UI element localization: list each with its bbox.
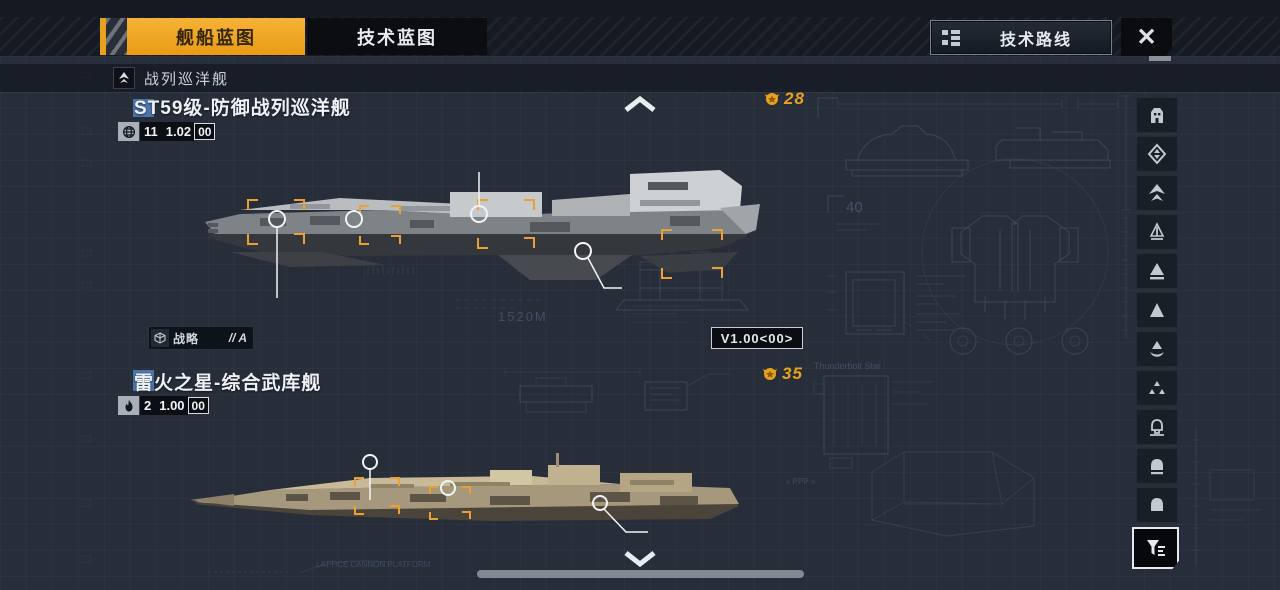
scroll-up-chevron[interactable]	[622, 94, 658, 114]
coin-icon	[765, 93, 779, 105]
ship1-strategy-tag: 战略 // A	[148, 326, 254, 350]
globe-icon	[118, 122, 139, 141]
sidebar-item-utility[interactable]	[1136, 487, 1178, 523]
frigate-icon	[1150, 419, 1164, 436]
filter-button[interactable]	[1132, 527, 1179, 569]
sidebar-item-frigate[interactable]	[1136, 409, 1178, 445]
ship1-tag-label: 战略	[173, 331, 200, 346]
section-header: 战列巡洋舰	[0, 64, 1280, 93]
ship-class-filter-rail	[1136, 97, 1178, 523]
ship1-cost-value: 28	[784, 89, 805, 108]
ship1-image[interactable]	[200, 160, 760, 302]
cruiser-icon	[1150, 263, 1164, 280]
flame-icon	[118, 396, 139, 415]
ship2-count: 2	[139, 396, 156, 415]
corvette-icon	[1150, 341, 1164, 357]
auxiliary-ship-icon	[1149, 222, 1165, 240]
sidebar-item-station[interactable]	[1136, 97, 1178, 133]
sidebar-item-auxiliary[interactable]	[1136, 214, 1178, 250]
close-button-tab-decoration	[1149, 56, 1171, 61]
ship1-subversion: 00	[194, 123, 216, 140]
tab-ship-blueprints[interactable]: 舰船蓝图	[127, 18, 305, 55]
sidebar-item-cruiser[interactable]	[1136, 253, 1178, 289]
ship2-cost: 35	[761, 364, 803, 384]
coin-icon	[763, 368, 777, 380]
ship1-version-box: V1.00<00>	[711, 327, 803, 349]
ship2-version: 1.00	[155, 396, 188, 415]
tech-route-button[interactable]: 技术路线	[930, 20, 1112, 55]
sidebar-item-corvette[interactable]	[1136, 331, 1178, 367]
close-button[interactable]: ✕	[1121, 18, 1172, 56]
fighter-group-icon	[1149, 381, 1165, 394]
sidebar-item-battlecruiser[interactable]	[1136, 175, 1178, 211]
ship1-cost: 28	[763, 89, 805, 109]
horizontal-scrollbar[interactable]	[477, 570, 804, 578]
sidebar-item-support[interactable]	[1136, 448, 1178, 484]
ship2-subversion: 00	[187, 397, 209, 414]
ship1-tag-code: // A	[228, 331, 247, 345]
battlecruiser-class-icon	[113, 67, 135, 89]
bg-platform-label: LATTICE CANNON PLATFORM	[316, 560, 431, 569]
tech-tree-icon	[941, 29, 961, 47]
cube-icon	[151, 329, 169, 347]
sidebar-item-carrier[interactable]	[1136, 136, 1178, 172]
ship1-blueprint-badge: 11 1.02 00	[118, 122, 217, 141]
tab-ship-blueprints-label: 舰船蓝图	[176, 27, 256, 48]
ship1-name[interactable]: ST59级-防御战列巡洋舰	[134, 98, 351, 119]
section-title: 战列巡洋舰	[144, 70, 230, 88]
sidebar-item-destroyer[interactable]	[1136, 292, 1178, 328]
sidebar-item-fighter-group[interactable]	[1136, 370, 1178, 406]
destroyer-icon	[1150, 303, 1164, 317]
ship1-version: 1.02	[161, 122, 195, 141]
bg-ship2-english-name: Thunderbolt Star	[814, 361, 881, 371]
bg-ppp-label: « PPP »	[786, 477, 816, 486]
support-ship-icon	[1151, 459, 1163, 475]
tech-route-label: 技术路线	[999, 31, 1072, 49]
ship1-name-highlight	[133, 99, 154, 117]
ship2-name[interactable]: 雷火之星-综合武库舰	[134, 373, 322, 394]
close-icon: ✕	[1136, 23, 1157, 51]
battlecruiser-icon	[1149, 184, 1165, 201]
station-icon	[1151, 108, 1163, 123]
ship2-blueprint-badge: 2 1.00 00	[118, 396, 211, 415]
ship2-image[interactable]	[190, 448, 742, 550]
tab-tech-blueprints-label: 技术蓝图	[357, 27, 437, 48]
utility-ship-icon	[1151, 498, 1163, 511]
bg-length-label: 1520M	[498, 309, 548, 324]
scroll-down-chevron[interactable]	[622, 549, 658, 569]
filter-icon	[1146, 540, 1165, 556]
carrier-icon	[1147, 143, 1167, 165]
bg-number-label: 40	[846, 199, 863, 216]
ship2-cost-value: 35	[782, 364, 803, 383]
tab-tech-blueprints[interactable]: 技术蓝图	[307, 18, 487, 55]
ship2-name-highlight	[133, 370, 154, 391]
ship1-count: 11	[139, 122, 162, 141]
